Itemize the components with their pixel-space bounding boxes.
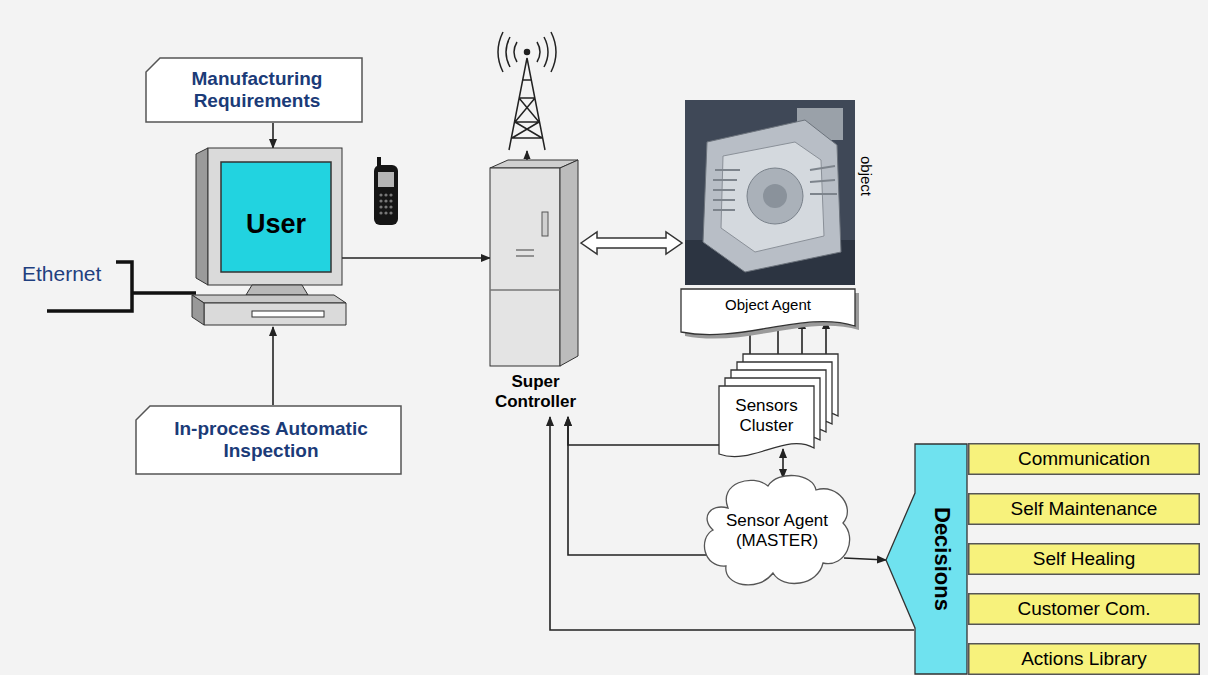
node-label: Self Maintenance (970, 494, 1198, 524)
user-computer-outline-part (208, 148, 342, 285)
mobile-phone-icon-part-part (379, 199, 382, 202)
user-computer-outline-part (246, 285, 308, 295)
mobile-phone-icon-part (379, 193, 392, 214)
object-photo: object (685, 100, 877, 288)
node-label: object (856, 136, 877, 216)
node-label: Sensor Agent (MASTER) (718, 502, 836, 560)
user-computer-outline-part (252, 311, 324, 317)
object-agent-document: Object Agent (680, 288, 856, 338)
inspection-tab-outline-part (136, 406, 401, 474)
mobile-phone-icon-part-part (389, 211, 392, 214)
decision-item-box-outline-part (969, 644, 1200, 675)
node-label: Decisions (919, 453, 965, 665)
super-controller-server-outline-part (490, 250, 560, 290)
mobile-phone-icon-part-part (379, 211, 382, 214)
decision-item-box-outline-part (969, 594, 1200, 625)
decision-item-box: Self Healing (968, 543, 1200, 575)
node-label: Super Controller (478, 371, 593, 413)
super-controller-server-outline-part (560, 160, 578, 366)
user-computer-outline-part (204, 303, 346, 325)
mobile-phone-icon-part-part (384, 199, 387, 202)
object-photo-outline-part (721, 142, 824, 252)
object-agent-document-outline-part (681, 289, 855, 335)
connector-line (568, 417, 719, 445)
node-label: Actions Library (970, 644, 1198, 674)
mobile-phone-icon-part (378, 172, 394, 187)
decisions-band-outline-part (886, 444, 967, 674)
user-computer-outline-part (192, 295, 204, 325)
user-computer: User (190, 145, 350, 327)
connector-line (782, 449, 784, 478)
connector-line (342, 257, 490, 259)
super-controller-server-outline-part (490, 168, 560, 366)
antenna-tower-part (509, 58, 545, 150)
node-label: User (221, 195, 331, 255)
super-controller-server-outline-part (542, 212, 548, 236)
antenna-tower (498, 32, 556, 161)
connector-line (568, 417, 712, 555)
decision-item-box-outline-part (969, 544, 1200, 575)
object-photo-outline-part (713, 166, 837, 210)
node-label: Sensors Cluster (720, 393, 813, 439)
user-computer-outline-part (221, 162, 331, 272)
node-label: Communication (970, 444, 1198, 474)
connector-line (844, 558, 886, 560)
requirement-tab: Manufacturing Requirements (145, 57, 363, 123)
node-label: Object Agent (684, 292, 852, 318)
object-photo-outline-part (685, 100, 855, 285)
mobile-phone-icon-part-part (389, 199, 392, 202)
connector-arrow (342, 258, 490, 259)
node-label: Customer Com. (970, 594, 1198, 624)
decision-item-box: Communication (968, 443, 1200, 475)
mobile-phone-icon-part (374, 165, 398, 225)
connector-arrow (273, 123, 274, 148)
object-photo-outline-part (763, 184, 787, 208)
sensors-cluster-stack-outline-part (719, 386, 814, 457)
node-label: Manufacturing Requirements (159, 61, 355, 119)
connector-arrow (844, 558, 886, 560)
user-computer-outline-part (196, 148, 208, 285)
sensor-agent-cloud: Sensor Agent (MASTER) (698, 468, 856, 594)
antenna-tower-part (525, 50, 530, 55)
decision-item-box-outline-part (969, 444, 1200, 475)
decision-item-box: Actions Library (968, 643, 1200, 675)
user-computer-outline-part (192, 295, 346, 303)
requirement-tab-outline-part (146, 58, 362, 122)
network-label: Ethernet (22, 262, 101, 286)
double-arrow (581, 232, 682, 254)
mobile-phone-icon (374, 157, 398, 225)
super-controller-server: Super Controller (478, 160, 593, 415)
antenna-tower-part (498, 32, 556, 72)
decision-item-box: Self Maintenance (968, 493, 1200, 525)
connector-arrow (581, 232, 682, 254)
connector-arrow (568, 417, 712, 555)
mobile-phone-icon-part-part (379, 193, 382, 196)
connector-arrow (273, 327, 274, 405)
inspection-tab: In-process Automatic Inspection (135, 405, 402, 475)
sensors-cluster-stack: Sensors Cluster (718, 345, 846, 463)
mobile-phone-icon-part-part (384, 205, 387, 208)
object-photo-outline (685, 100, 877, 288)
decisions-band-outline (885, 443, 968, 675)
mobile-phone-icon-part-part (384, 193, 387, 196)
mobile-phone-icon-part-part (389, 193, 392, 196)
antenna-tower-part (526, 151, 528, 161)
mobile-phone-icon-part-part (389, 205, 392, 208)
decision-item-box-outline-part (969, 494, 1200, 525)
sensor-agent-cloud-outline-part (704, 475, 849, 584)
decision-item-box: Customer Com. (968, 593, 1200, 625)
node-label: In-process Automatic Inspection (151, 409, 391, 471)
decisions-band: Decisions (885, 443, 968, 675)
object-photo-outline-part (703, 120, 841, 272)
object-photo-outline-part (747, 168, 803, 224)
connector-arrow (568, 417, 719, 445)
mobile-phone-icon-part-part (379, 205, 382, 208)
connector-line (272, 123, 274, 148)
connector-arrow (783, 449, 784, 478)
connector-line (272, 327, 274, 405)
node-label: Self Healing (970, 544, 1198, 574)
mobile-phone-icon-part-part (384, 211, 387, 214)
